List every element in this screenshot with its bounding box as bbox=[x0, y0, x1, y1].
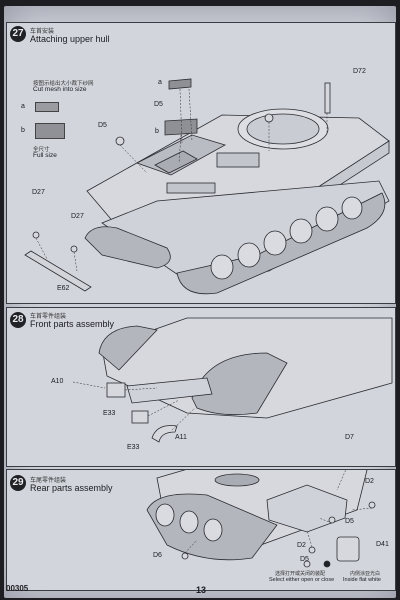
part-label-d2-right: D2 bbox=[365, 478, 374, 485]
step-number: 29 bbox=[10, 475, 26, 491]
upper-hull-drawing bbox=[24, 78, 390, 295]
part-label-d5-left: D5 bbox=[98, 122, 107, 129]
step-title: Front parts assembly bbox=[30, 319, 115, 329]
mesh-note-cn: 按图示给出大小裁下纱网 bbox=[33, 81, 94, 87]
part-label-d7: D7 bbox=[345, 434, 354, 441]
mesh-swatch-a bbox=[35, 102, 59, 112]
part-label-e33-top: E33 bbox=[103, 410, 116, 417]
paint-note-cn: 内侧涂亚光白 bbox=[350, 571, 381, 577]
step-number: 27 bbox=[10, 26, 26, 42]
part-label-d5: D5 bbox=[300, 556, 309, 563]
fullsize-note: Full size bbox=[33, 152, 57, 159]
option-note: Select either open or close bbox=[269, 577, 335, 583]
swatch-label-a: a bbox=[21, 103, 25, 110]
instruction-page: 27 车首安装 Attaching upper hull 按图示给出大小裁下纱网… bbox=[4, 6, 396, 598]
step-28-panel: 28 车首零件组装 Front parts assembly A10 E33 E… bbox=[6, 307, 396, 467]
part-label-a10: A10 bbox=[51, 378, 64, 385]
product-code: 00305 bbox=[6, 584, 29, 593]
paint-note: Inside flat white bbox=[343, 577, 381, 583]
part-label-d5-top: D5 bbox=[154, 101, 163, 108]
step-title-cn: 车首安装 bbox=[30, 29, 55, 35]
part-label-d72: D72 bbox=[353, 68, 366, 75]
part-label-e62: E62 bbox=[57, 285, 70, 292]
step-title: Attaching upper hull bbox=[30, 34, 110, 44]
step-27-panel: 27 车首安装 Attaching upper hull 按图示给出大小裁下纱网… bbox=[6, 22, 396, 304]
part-label-a: a bbox=[158, 79, 162, 86]
part-label-d2: D2 bbox=[297, 542, 306, 549]
part-label-d41: D41 bbox=[376, 541, 389, 548]
part-label-e33: E33 bbox=[127, 444, 140, 451]
part-label-b: b bbox=[155, 128, 159, 135]
part-label-d27-left: D27 bbox=[32, 189, 45, 196]
option-note-cn: 选择打开或关闭的装配 bbox=[275, 571, 326, 577]
step-title-cn: 车首零件组装 bbox=[30, 314, 67, 320]
mesh-swatch-b bbox=[35, 123, 65, 139]
part-label-d27: D27 bbox=[71, 213, 84, 220]
part-label-a11: A11 bbox=[175, 434, 187, 441]
step-title-cn: 车尾零件组装 bbox=[30, 478, 67, 484]
page-number: 13 bbox=[196, 585, 207, 595]
step-title: Rear parts assembly bbox=[30, 483, 113, 493]
front-parts-drawing bbox=[72, 317, 393, 443]
swatch-label-b: b bbox=[21, 127, 25, 134]
part-label-d5-right: D5 bbox=[345, 518, 354, 525]
mesh-note: Cut mesh into size bbox=[33, 86, 87, 93]
fullsize-cn: 全尺寸 bbox=[33, 147, 50, 153]
step-number: 28 bbox=[10, 312, 26, 328]
rear-parts-drawing bbox=[146, 470, 376, 568]
step-29-panel: 29 车尾零件组装 Rear parts assembly bbox=[6, 434, 396, 591]
part-label-d6: D6 bbox=[153, 552, 162, 559]
